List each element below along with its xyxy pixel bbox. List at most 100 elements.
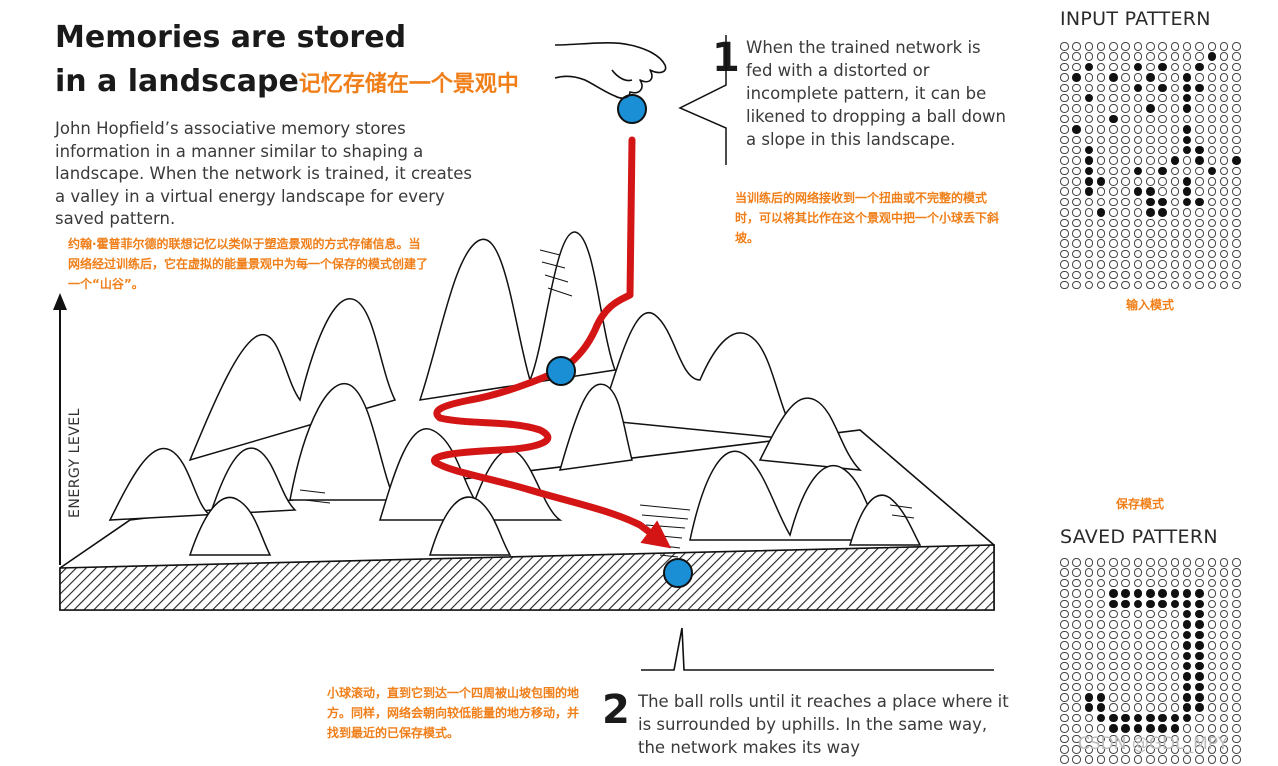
pattern-dot [1060, 609, 1069, 619]
pattern-dot [1170, 93, 1180, 103]
pattern-dot [1060, 682, 1069, 692]
pattern-dot [1219, 177, 1229, 186]
hand-illustration [554, 41, 667, 99]
pattern-dot [1182, 589, 1192, 598]
pattern-dot [1121, 93, 1130, 103]
pattern-dot [1072, 260, 1081, 269]
pattern-dot [1207, 166, 1217, 176]
pattern-dot [1195, 156, 1204, 165]
pattern-dot [1096, 93, 1106, 103]
energy-profile-graph [641, 627, 994, 671]
pattern-dot [1207, 651, 1217, 661]
pattern-dot [1219, 280, 1229, 290]
pattern-dot [1096, 734, 1106, 744]
pattern-dot [1084, 156, 1094, 165]
pattern-dot [1146, 734, 1155, 744]
pattern-dot [1207, 208, 1217, 217]
pattern-dot [1060, 125, 1069, 134]
pattern-dot [1084, 270, 1094, 280]
pattern-dot [1072, 724, 1081, 733]
pattern-dot [1109, 135, 1118, 145]
pattern-dot [1207, 218, 1217, 228]
pattern-dot [1121, 197, 1130, 207]
pattern-dot [1133, 260, 1143, 269]
pattern-dot [1170, 724, 1180, 733]
pattern-dot [1121, 734, 1130, 744]
pattern-dot [1084, 135, 1094, 145]
pattern-dot [1170, 42, 1180, 51]
pattern-dot [1195, 135, 1204, 145]
pattern-dot [1133, 755, 1143, 764]
pattern-dot [1158, 651, 1167, 661]
pattern-dot [1072, 734, 1081, 744]
pattern-dot [1109, 713, 1118, 723]
pattern-dot [1146, 609, 1155, 619]
pattern-dot [1133, 682, 1143, 692]
pattern-dot [1146, 724, 1155, 733]
pattern-dot [1158, 260, 1167, 269]
pattern-dot [1232, 724, 1241, 733]
pattern-dot [1109, 568, 1118, 577]
pattern-dot [1195, 713, 1204, 723]
pattern-dot [1121, 661, 1130, 671]
pattern-dot [1219, 661, 1229, 671]
pattern-dot [1121, 599, 1130, 609]
pattern-dot [1096, 177, 1106, 186]
pattern-dot [1109, 73, 1118, 82]
pattern-dot [1060, 62, 1069, 72]
pattern-dot [1060, 166, 1069, 176]
pattern-dot [1195, 558, 1204, 567]
pattern-dot [1072, 270, 1081, 280]
pattern-dot [1207, 270, 1217, 280]
pattern-dot [1146, 260, 1155, 269]
pattern-dot [1084, 218, 1094, 228]
pattern-dot [1109, 218, 1118, 228]
pattern-dot [1219, 229, 1229, 238]
pattern-dot [1084, 104, 1094, 113]
pattern-dot [1207, 703, 1217, 712]
pattern-dot [1195, 641, 1204, 650]
pattern-dot [1109, 187, 1118, 196]
pattern-dot [1182, 114, 1192, 124]
pattern-dot [1146, 166, 1155, 176]
saved-pattern-grid [1060, 558, 1244, 766]
pattern-dot [1109, 270, 1118, 280]
mountain-range [108, 231, 922, 556]
pattern-dot [1170, 620, 1180, 629]
pattern-dot [1133, 724, 1143, 733]
pattern-dot [1072, 208, 1081, 217]
pattern-dot [1195, 589, 1204, 598]
pattern-dot [1219, 187, 1229, 196]
pattern-dot [1060, 239, 1069, 248]
pattern-dot [1195, 229, 1204, 238]
pattern-dot [1219, 270, 1229, 280]
pattern-dot [1158, 734, 1167, 744]
pattern-dot [1109, 125, 1118, 134]
pattern-dot [1060, 280, 1069, 290]
pattern-dot [1146, 114, 1155, 124]
pattern-dot [1146, 713, 1155, 723]
pattern-dot [1232, 62, 1241, 72]
pattern-dot [1219, 734, 1229, 744]
pattern-dot [1170, 125, 1180, 134]
pattern-dot [1182, 734, 1192, 744]
pattern-dot [1170, 208, 1180, 217]
intro-text: John Hopfield’s associative memory store… [55, 119, 472, 228]
pattern-dot [1109, 249, 1118, 259]
pattern-dot [1096, 208, 1106, 217]
pattern-dot [1109, 208, 1118, 217]
pattern-dot [1170, 599, 1180, 609]
pattern-dot [1146, 620, 1155, 629]
pattern-dot [1182, 578, 1192, 588]
pattern-dot [1232, 682, 1241, 692]
pattern-dot [1072, 156, 1081, 165]
pattern-dot [1072, 609, 1081, 619]
pattern-dot [1170, 558, 1180, 567]
pattern-dot [1072, 125, 1081, 134]
pattern-dot [1072, 755, 1081, 764]
pattern-dot [1219, 609, 1229, 619]
pattern-dot [1072, 83, 1081, 93]
pattern-dot [1096, 651, 1106, 661]
pattern-dot [1096, 166, 1106, 176]
step1-cn-note: 当训练后的网络接收到一个扭曲或不完整的模式时，可以将其比作在这个景观中把一个小球… [735, 191, 1000, 245]
